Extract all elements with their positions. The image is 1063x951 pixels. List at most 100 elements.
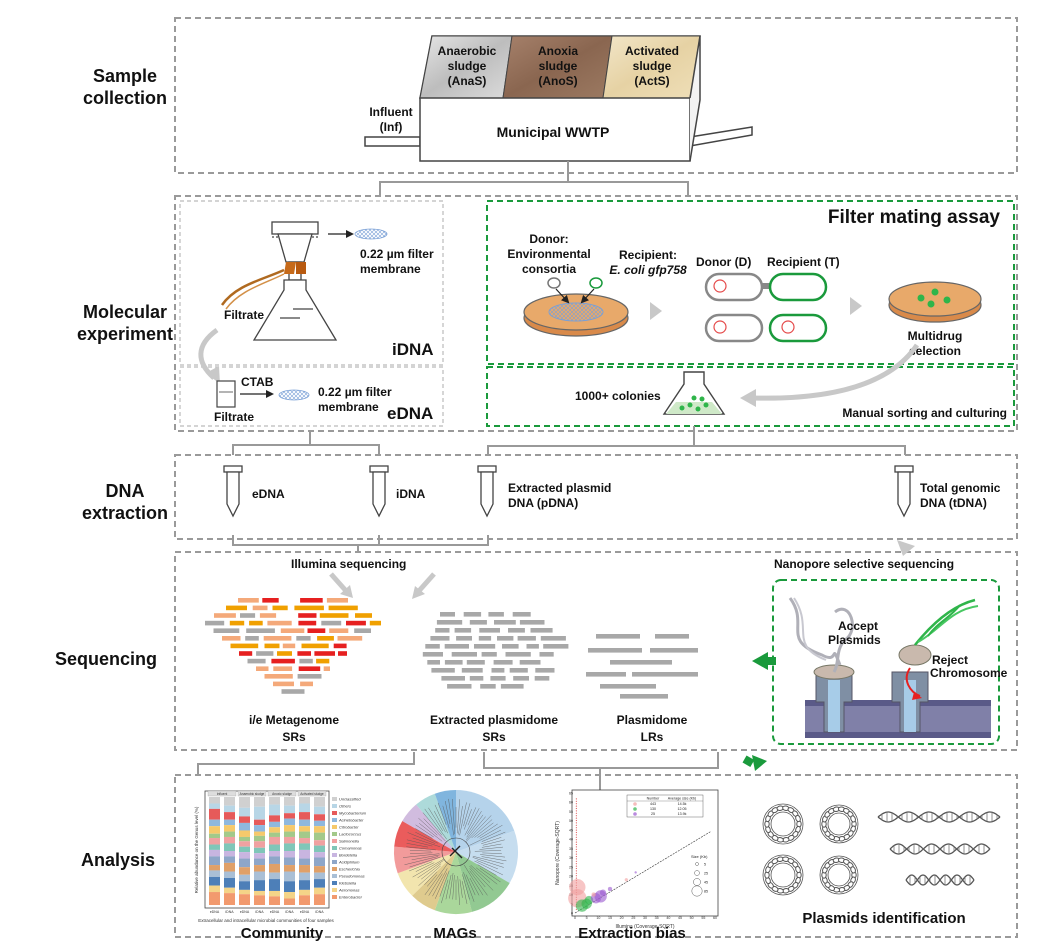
tree-branch [469, 868, 486, 888]
tree-branch [475, 867, 498, 885]
read [422, 652, 443, 657]
read [240, 613, 256, 618]
bar-segment [254, 797, 265, 807]
legend-label: Others [339, 804, 351, 809]
bar-segment [254, 835, 265, 842]
bar-segment [209, 876, 220, 886]
legend-label: Aeromonas [338, 888, 359, 893]
read [440, 612, 455, 617]
read [245, 636, 259, 641]
legend-swatch [332, 888, 337, 892]
table-dot [633, 802, 637, 806]
point [575, 805, 578, 807]
read [337, 636, 363, 641]
tree-branch [415, 824, 434, 838]
point [575, 812, 578, 814]
selection-line1: Multidrug [908, 329, 963, 343]
bias-title: Extraction bias [578, 925, 686, 942]
tree-branch [423, 818, 446, 842]
filter-label-line2: membrane [360, 262, 421, 276]
read [205, 620, 225, 626]
read [355, 613, 372, 618]
bar-segment [224, 878, 235, 888]
tree-branch [409, 850, 432, 852]
point [575, 865, 578, 867]
bar-segment [299, 826, 310, 832]
bar-segment [299, 858, 310, 866]
read [230, 643, 259, 649]
bar-segment [284, 797, 295, 806]
tree-branch [434, 804, 448, 834]
read [323, 666, 330, 671]
size-title: Size (Kb) [691, 854, 708, 859]
dna-strand [905, 874, 975, 886]
bar-segment [239, 852, 250, 859]
ytick: 45 [569, 828, 573, 832]
bar-segment [254, 825, 265, 832]
tree-branch [459, 802, 467, 836]
tree-branch [437, 802, 447, 825]
bar-segment [299, 812, 310, 820]
mags-tree [393, 789, 519, 915]
xtick: iDNA [315, 910, 324, 914]
chevron-arrow-1 [650, 302, 662, 320]
wwtp-illustration [364, 35, 753, 162]
point [575, 817, 578, 819]
tree-branch [445, 874, 452, 900]
ytick: 60 [569, 801, 573, 805]
tree-branch [449, 872, 454, 899]
read [277, 651, 292, 656]
bar-segment [254, 865, 265, 872]
filter2-line1: 0.22 µm filter [318, 385, 392, 399]
bar-segment [314, 852, 325, 858]
read [427, 660, 440, 665]
bar-segment [239, 822, 250, 831]
table-cell: 443 [650, 802, 656, 806]
bar-segment [209, 803, 220, 809]
bar-segment [254, 853, 265, 859]
tree-branch [417, 860, 444, 879]
tubes [223, 465, 914, 518]
xtick: 5 [586, 916, 588, 920]
tree-branch [412, 837, 441, 847]
stage-molecular-line2: experiment [77, 324, 173, 344]
tree-branch [463, 803, 471, 827]
bar-segment [224, 831, 235, 837]
tree-branch [464, 808, 480, 836]
plasmidome-sr-reads [422, 612, 569, 689]
curve-arrow-culturing [751, 343, 920, 401]
stage-extraction-line2: extraction [82, 503, 168, 523]
bar-segment [299, 838, 310, 844]
bar-segment [209, 870, 220, 877]
plasmid-ring-bead [850, 866, 856, 874]
section-boxes [174, 17, 1018, 938]
read [326, 598, 348, 603]
xtick: iDNA [255, 910, 264, 914]
table-dot [633, 812, 637, 816]
bar-segment [314, 894, 325, 905]
plasmid-ring [827, 812, 851, 836]
green-arrow-left [752, 652, 768, 670]
tree-branch [402, 853, 440, 858]
table-cell: 25 [651, 812, 655, 816]
read [436, 620, 463, 625]
read [534, 676, 550, 681]
bar-segment [224, 856, 235, 863]
group-header [207, 790, 237, 797]
bar-segment [254, 819, 265, 826]
tree-branch [482, 852, 502, 854]
tree-branch [474, 860, 503, 876]
plasmid-icons [762, 803, 1001, 896]
point [575, 872, 578, 874]
read [354, 628, 371, 633]
tree-branch [459, 879, 463, 898]
bar-segment [314, 832, 325, 841]
tree-branch [463, 872, 475, 902]
table-cell: 13.9k [678, 812, 687, 816]
read [490, 676, 506, 681]
long-read [596, 634, 640, 639]
size-label: 25 [704, 871, 708, 875]
bar-segment [224, 893, 235, 905]
bar-segment [284, 831, 295, 837]
